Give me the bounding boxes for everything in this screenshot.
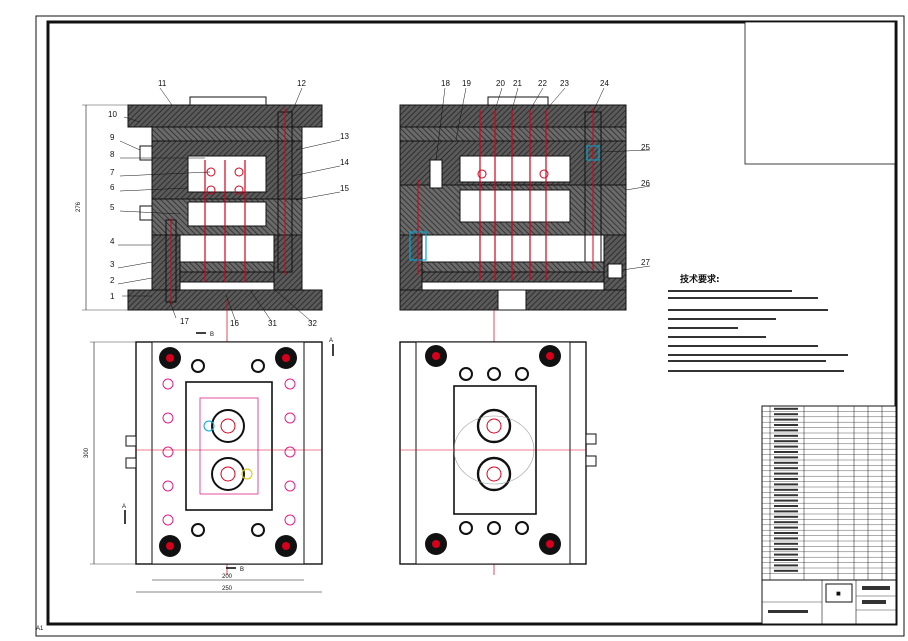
- section-mark-a-left: A: [122, 504, 126, 510]
- parts-list-row-text: [774, 407, 798, 410]
- part-label-22: 22: [538, 79, 547, 88]
- parts-list-row-text: [774, 429, 798, 432]
- parts-list-row-text: [774, 559, 798, 561]
- front-height-dimension: 276: [76, 201, 82, 212]
- parts-list-row-text: [774, 440, 798, 443]
- plan-height-dimension: 300: [84, 447, 90, 458]
- parts-list-row-text: [774, 467, 798, 470]
- parts-list-row-text: [774, 569, 798, 572]
- part-label-23: 23: [560, 79, 569, 88]
- parts-list-row-text: [774, 494, 798, 497]
- parts-list-row-text: [774, 456, 798, 459]
- parts-list-table: [761, 405, 897, 581]
- part-label-25: 25: [641, 143, 650, 152]
- front-view-label-text: 1 2 3 4 5 6 7 8 9 10 11 12 13 14 15 16 1…: [108, 79, 349, 328]
- plan-inner-width-dimension: 200: [222, 574, 233, 580]
- side-view-part-labels: [435, 87, 651, 271]
- parts-list-row-text: [774, 461, 798, 464]
- part-label-24: 24: [600, 79, 609, 88]
- part-label-7: 7: [110, 168, 115, 177]
- parts-list-row-text: [774, 537, 798, 540]
- title-block: ■: [761, 579, 897, 625]
- part-label-17: 17: [180, 317, 189, 326]
- parts-list-row-text: [774, 532, 798, 534]
- parts-list-row-text: [774, 526, 798, 529]
- fixed-half-plan-view: [399, 341, 597, 565]
- side-section-view: [399, 96, 627, 311]
- parts-list-row-text: [774, 413, 798, 416]
- technical-notes-title: 技术要求:: [680, 273, 720, 285]
- part-label-3: 3: [110, 260, 115, 269]
- part-label-16: 16: [230, 319, 239, 328]
- part-label-14: 14: [340, 158, 349, 167]
- parts-list-row-text: [774, 553, 798, 556]
- part-label-21: 21: [513, 79, 522, 88]
- moving-half-plan-view: 300 200 250 B B A A: [84, 332, 334, 593]
- front-section-view: 2 7 6: [76, 96, 323, 311]
- parts-list-row-text: [774, 451, 798, 453]
- part-label-31: 31: [268, 319, 277, 328]
- section-mark-b-bottom: B: [240, 567, 244, 573]
- part-label-11: 11: [158, 79, 167, 88]
- title-block-mark: ■: [836, 589, 841, 598]
- part-label-10: 10: [108, 110, 117, 119]
- parts-list-row-text: [774, 510, 798, 513]
- parts-list-row-text: [774, 418, 798, 421]
- part-label-26: 26: [641, 179, 650, 188]
- part-label-2: 2: [110, 276, 115, 285]
- parts-list-row-text: [774, 488, 798, 491]
- parts-list-row-text: [774, 515, 798, 518]
- parts-list-row-text: [774, 478, 798, 480]
- sheet-size-label: A1: [36, 626, 44, 632]
- plan-outer-width-dimension: 250: [222, 586, 233, 592]
- parts-list-row-text: [774, 483, 798, 486]
- part-label-32: 32: [308, 319, 317, 328]
- parts-list-row-text: [774, 505, 798, 507]
- section-mark-b-top: B: [210, 332, 214, 338]
- front-view-part-labels: [117, 87, 341, 323]
- part-label-12: 12: [297, 79, 306, 88]
- part-label-8: 8: [110, 150, 115, 159]
- section-mark-a-right: A: [329, 338, 333, 344]
- part-label-13: 13: [340, 132, 349, 141]
- part-label-27: 27: [641, 258, 650, 267]
- part-label-20: 20: [496, 79, 505, 88]
- part-label-5: 5: [110, 203, 115, 212]
- parts-list-row-text: [774, 499, 798, 502]
- parts-list-row-text: [774, 424, 798, 426]
- part-label-1: 1: [110, 292, 115, 301]
- parts-list-row-text: [774, 472, 798, 475]
- part-label-6: 6: [110, 183, 115, 192]
- parts-list-row-text: [774, 521, 798, 524]
- side-view-label-text: 18 19 20 21 22 23 24 25 26 27: [441, 79, 650, 267]
- parts-list-row-text: [774, 564, 798, 567]
- part-label-4: 4: [110, 237, 115, 246]
- parts-list-row-text: [774, 434, 798, 437]
- drawing-frame: A1: [35, 15, 905, 637]
- part-label-18: 18: [441, 79, 450, 88]
- part-label-15: 15: [340, 184, 349, 193]
- parts-list-row-text: [774, 548, 798, 551]
- part-label-19: 19: [462, 79, 471, 88]
- parts-list-row-text: [774, 542, 798, 545]
- technical-notes: 技术要求:: [668, 273, 848, 372]
- parts-list-row-text: [774, 445, 798, 448]
- part-label-9: 9: [110, 133, 115, 142]
